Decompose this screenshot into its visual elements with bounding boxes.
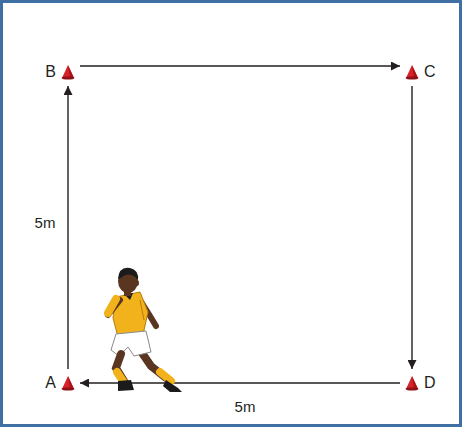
cone-letter: C <box>424 63 436 81</box>
cone-letter: A <box>45 374 56 392</box>
cone-icon <box>61 64 75 80</box>
cone-letter: B <box>45 63 56 81</box>
run-arrow <box>67 86 68 369</box>
cone-icon <box>405 64 419 80</box>
cone-marker: C <box>405 63 436 81</box>
run-arrow <box>411 86 412 369</box>
runner-figure <box>108 268 182 392</box>
cone-icon <box>61 375 75 391</box>
cone-marker: A <box>45 374 75 392</box>
dimension-label: 5m <box>233 398 258 415</box>
cone-icon <box>405 375 419 391</box>
cone-marker: D <box>405 374 436 392</box>
run-arrow <box>80 65 400 66</box>
cone-letter: D <box>424 374 436 392</box>
dimension-label: 5m <box>33 214 58 231</box>
cone-marker: B <box>45 63 75 81</box>
